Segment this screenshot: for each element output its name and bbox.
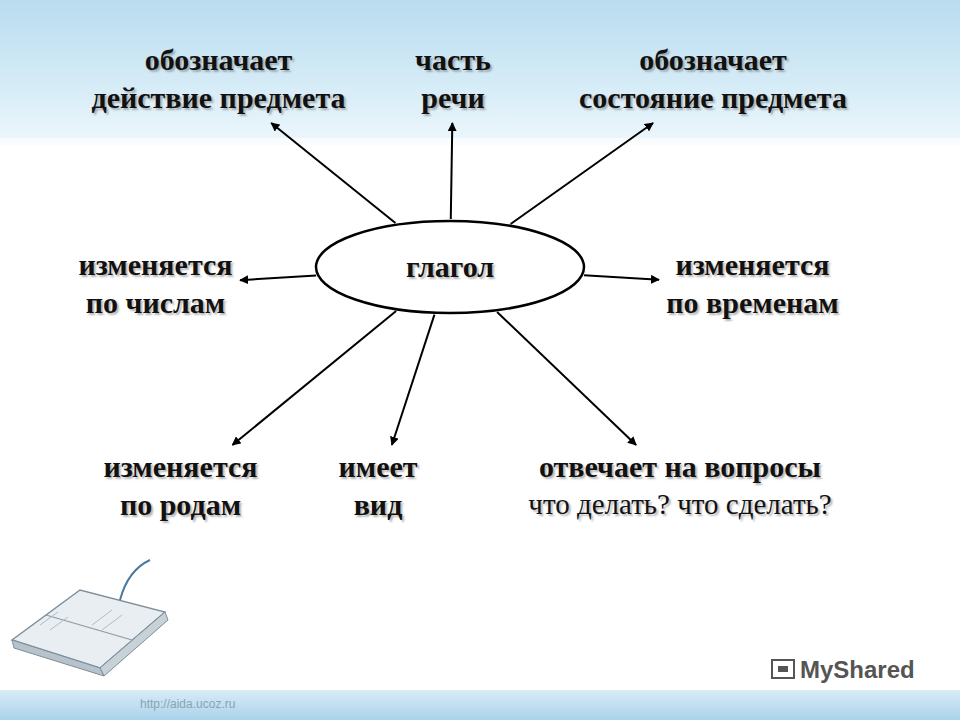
book-illustration [12, 560, 168, 676]
arrow-connector [392, 315, 435, 445]
arrow-connector [451, 123, 453, 219]
arrow-connector [271, 123, 395, 223]
node-line: состояние предмета [575, 79, 851, 117]
arrow-connector [511, 123, 653, 224]
node-heading: изменяется [662, 246, 843, 284]
feature-text: обозначаетдействие предмета [87, 41, 350, 120]
feature-text: имеет вид [334, 448, 422, 527]
node-line: по родам [99, 486, 262, 524]
arrow-connector [232, 311, 396, 445]
feature-text: изменяетсяпо числам [74, 246, 237, 325]
node-heading: глагол [406, 248, 494, 286]
feature-text: изменяетсяпо временам [662, 246, 843, 325]
logo-text: MyShared [800, 656, 915, 684]
node-line: что делать? что сделать? [524, 486, 836, 522]
node-line: по временам [662, 284, 843, 322]
feature-text: часть речи [411, 41, 495, 120]
node-heading: обозначает [575, 41, 851, 79]
node-heading: изменяется [74, 246, 237, 284]
band-edge [0, 138, 960, 148]
bottom-band [0, 690, 960, 720]
node-heading: отвечает на вопросы [524, 448, 836, 486]
arrow-connector [584, 275, 659, 280]
arrow-connector [497, 312, 636, 445]
node-heading: имеет вид [338, 448, 417, 523]
arrow-connector [240, 275, 316, 280]
central-ellipse: глагол [314, 219, 586, 315]
logo-icon [772, 660, 794, 678]
node-heading: изменяется [99, 448, 262, 486]
feature-text: обозначаетсостояние предмета [575, 41, 851, 120]
feature-text: отвечает на вопросычто делать? что сдела… [524, 448, 836, 526]
node-line: по числам [74, 284, 237, 322]
node-line: действие предмета [87, 79, 350, 117]
node-heading: обозначает [87, 41, 350, 79]
top-band [0, 0, 960, 145]
watermark: http://aida.ucoz.ru [140, 697, 235, 711]
feature-text: изменяетсяпо родам [99, 448, 262, 527]
node-heading: часть речи [415, 41, 491, 116]
